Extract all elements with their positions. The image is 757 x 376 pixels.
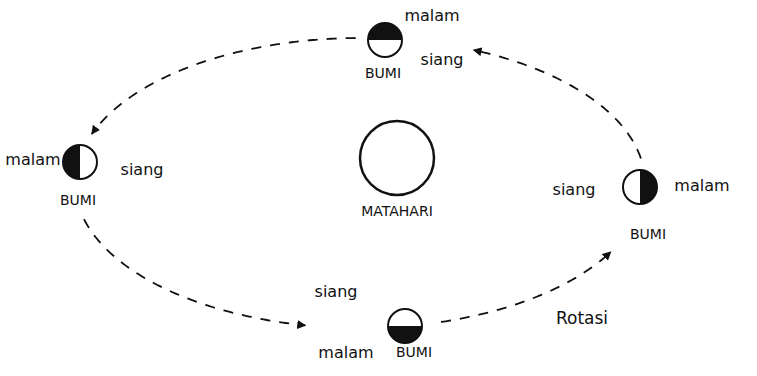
orbit-arrow [474,50,641,158]
orbit-arrow [84,219,305,325]
orbit-arrow [92,38,356,134]
night-label: malam [674,177,729,195]
earth-circle [620,167,660,207]
day-label: siang [553,181,596,199]
day-label: siang [421,51,464,69]
day-label: siang [315,283,358,301]
earth-label: BUMI [365,66,401,81]
rotation-label: Rotasi [556,308,608,328]
sun-node: MATAHARI [354,115,440,224]
earth-node: malam siangBUMI [361,3,467,85]
night-label: malam [5,151,60,169]
earth-circle [60,142,100,182]
earth-node: siang malam BUMI [311,279,436,366]
sun-label: MATAHARI [361,204,433,219]
sun-circle [357,118,437,198]
earth-circle [365,20,405,60]
earth-label: BUMI [396,345,432,360]
day-label: siang [121,161,164,179]
earth-circle [385,306,425,346]
earth-node: siang malamBUMI [549,164,734,247]
night-label: malam [318,344,373,362]
earth-label: BUMI [630,227,666,242]
earth-label: BUMI [60,193,96,208]
night-label: malam [404,7,459,25]
earth-node: malam siangBUMI [1,139,167,213]
